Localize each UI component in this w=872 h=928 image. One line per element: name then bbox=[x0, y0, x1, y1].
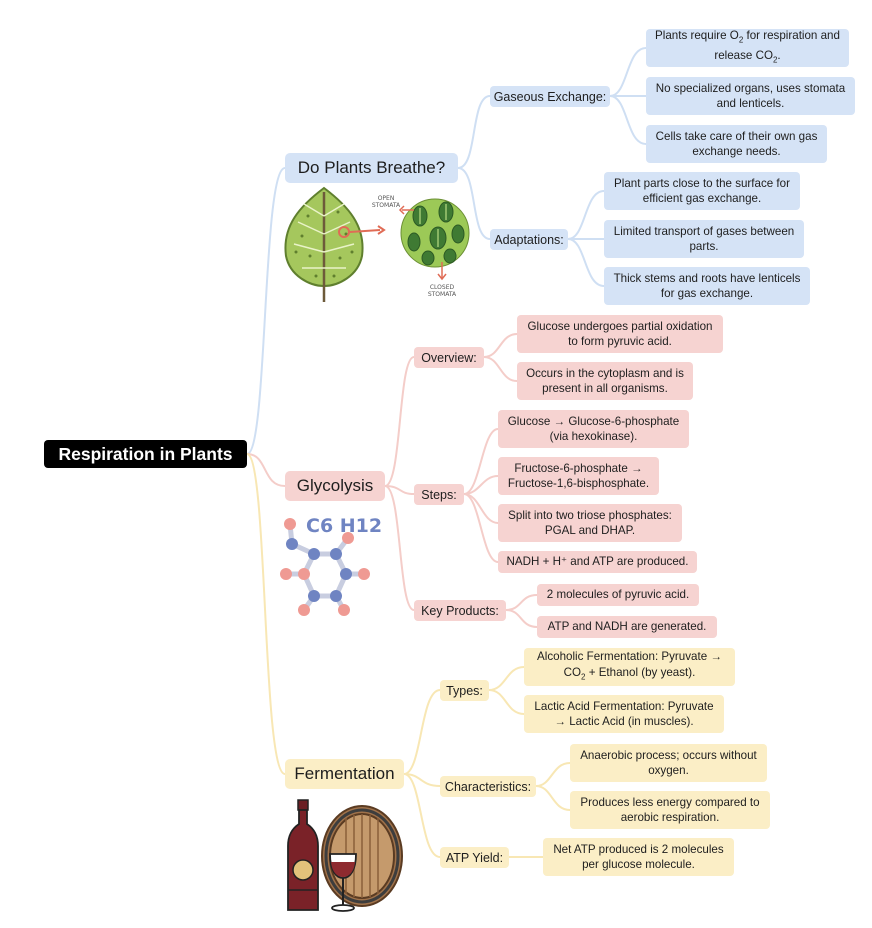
glucose-formula: C6 H12 O6 bbox=[306, 515, 388, 537]
wine-bottle-icon bbox=[287, 799, 319, 911]
adaptation-note-3-line-1: Thick stems and roots have lenticels bbox=[613, 271, 801, 285]
adaptation-note-1[interactable]: Plant parts close to the surface for effi… bbox=[604, 172, 800, 210]
steps-label[interactable]: Steps: bbox=[414, 484, 464, 505]
atp-yield-line-1: Net ATP produced is 2 molecules bbox=[553, 842, 724, 856]
overview-note-1-line-1: Glucose undergoes partial oxidation bbox=[527, 319, 713, 333]
topic-do-plants-breathe[interactable]: Do Plants Breathe? bbox=[285, 153, 458, 183]
gas-note-1-text-d: . bbox=[777, 49, 781, 62]
stomata-magnified-icon bbox=[400, 198, 470, 268]
open-stomata-label-2: STOMATA bbox=[372, 202, 401, 209]
gas-note-1-subscript-2: 2 bbox=[772, 55, 778, 65]
type-1-line-2a: CO bbox=[563, 665, 582, 679]
step-2[interactable]: Fructose-6-phosphate → Fructose-1,6-bisph… bbox=[498, 457, 659, 495]
key-products-label[interactable]: Key Products: bbox=[414, 600, 506, 621]
step-4[interactable]: NADH + H⁺ and ATP are produced. bbox=[498, 551, 697, 573]
pointer-arrow bbox=[349, 229, 381, 233]
type-2[interactable]: Lactic Acid Fermentation: Pyruvate → Lact… bbox=[524, 695, 724, 733]
gaseous-exchange-label[interactable]: Gaseous Exchange: bbox=[490, 86, 610, 107]
type-2-line-1: Lactic Acid Fermentation: Pyruvate bbox=[534, 699, 714, 713]
adaptations-label[interactable]: Adaptations: bbox=[490, 229, 568, 250]
gas-note-2-line-2: and lenticels. bbox=[716, 97, 785, 110]
step-1-line-2: (via hexokinase). bbox=[549, 430, 638, 443]
atp-yield-line-2: per glucose molecule. bbox=[582, 858, 695, 871]
overview-note-1[interactable]: Glucose undergoes partial oxidation to fo… bbox=[517, 315, 723, 353]
step-1[interactable]: Glucose → Glucose-6-phosphate (via hexoki… bbox=[498, 410, 689, 448]
key-product-1[interactable]: 2 molecules of pyruvic acid. bbox=[537, 584, 699, 606]
characteristic-1[interactable]: Anaerobic process; occurs without oxygen. bbox=[570, 744, 767, 782]
leaf-icon bbox=[284, 186, 364, 302]
type-1-subscript: 2 bbox=[581, 672, 586, 682]
open-stomata-label: OPEN bbox=[378, 195, 395, 202]
root-topic[interactable]: Respiration in Plants bbox=[44, 440, 247, 468]
step-2-line-2: Fructose-1,6-bisphosphate. bbox=[507, 477, 650, 490]
overview-note-2-line-1: Occurs in the cytoplasm and is bbox=[526, 366, 684, 380]
types-label[interactable]: Types: bbox=[440, 680, 489, 701]
overview-note-2[interactable]: Occurs in the cytoplasm and is present in… bbox=[517, 362, 693, 400]
step-3-line-1: Split into two triose phosphates: bbox=[508, 508, 672, 522]
leaf-stomata-illustration: OPEN STOMATA CLOSED STOMATA bbox=[284, 186, 470, 302]
wine-glass-icon bbox=[329, 853, 357, 912]
adaptation-note-2-line-2: parts. bbox=[689, 240, 719, 253]
gas-note-1-text-b: for respiration and bbox=[743, 29, 840, 43]
gas-note-1[interactable]: Plants require O2 for respiration and re… bbox=[646, 29, 849, 67]
gas-note-2-line-1: No specialized organs, uses stomata bbox=[655, 81, 846, 95]
gas-note-2[interactable]: No specialized organs, uses stomata and l… bbox=[646, 77, 855, 115]
atp-yield-label[interactable]: ATP Yield: bbox=[440, 847, 509, 868]
gas-note-1-text-c: release CO bbox=[714, 49, 773, 62]
adaptation-note-1-line-1: Plant parts close to the surface for bbox=[614, 176, 790, 190]
glucose-molecule-illustration: C6 H12 O6 bbox=[280, 515, 388, 616]
adaptation-note-2-line-1: Limited transport of gases between bbox=[613, 224, 795, 238]
atp-yield-note[interactable]: Net ATP produced is 2 molecules per gluco… bbox=[543, 838, 734, 876]
gas-note-1-text: Plants require O bbox=[655, 29, 739, 43]
topic-fermentation[interactable]: Fermentation bbox=[285, 759, 404, 789]
characteristic-2[interactable]: Produces less energy compared to aerobic … bbox=[570, 791, 770, 829]
adaptation-note-1-line-2: efficient gas exchange. bbox=[642, 192, 762, 205]
adaptation-note-3-line-2: for gas exchange. bbox=[660, 287, 754, 300]
closed-stomata-label-2: STOMATA bbox=[428, 291, 457, 298]
gas-note-3[interactable]: Cells take care of their own gas exchange… bbox=[646, 125, 827, 163]
type-1-line-2b: + Ethanol (by yeast). bbox=[585, 665, 696, 679]
adaptation-note-2[interactable]: Limited transport of gases between parts. bbox=[604, 220, 804, 258]
adaptation-note-3[interactable]: Thick stems and roots have lenticels for … bbox=[604, 267, 810, 305]
type-2-line-2: → Lactic Acid (in muscles). bbox=[554, 715, 694, 728]
closed-stomata-label: CLOSED bbox=[430, 284, 455, 291]
wine-barrel-illustration bbox=[287, 799, 403, 912]
characteristic-1-line-1: Anaerobic process; occurs without bbox=[580, 748, 757, 762]
step-3[interactable]: Split into two triose phosphates: PGAL an… bbox=[498, 504, 682, 542]
overview-note-2-line-2: present in all organisms. bbox=[542, 382, 668, 395]
characteristic-1-line-2: oxygen. bbox=[648, 764, 689, 777]
step-1-line-1: Glucose → Glucose-6-phosphate bbox=[507, 414, 680, 428]
characteristics-label[interactable]: Characteristics: bbox=[440, 776, 536, 797]
type-1-line-1: Alcoholic Fermentation: Pyruvate → bbox=[537, 650, 722, 664]
key-product-2[interactable]: ATP and NADH are generated. bbox=[537, 616, 717, 638]
topic-glycolysis[interactable]: Glycolysis bbox=[285, 471, 385, 501]
characteristic-2-line-2: aerobic respiration. bbox=[620, 811, 720, 824]
gas-note-3-line-1: Cells take care of their own gas bbox=[655, 129, 818, 143]
gas-note-3-line-2: exchange needs. bbox=[692, 145, 781, 158]
step-3-line-2: PGAL and DHAP. bbox=[544, 524, 636, 537]
type-1[interactable]: Alcoholic Fermentation: Pyruvate → CO2 +… bbox=[524, 648, 735, 686]
step-2-line-1: Fructose-6-phosphate → bbox=[514, 461, 643, 475]
overview-note-1-line-2: to form pyruvic acid. bbox=[568, 335, 672, 348]
gas-note-1-subscript: 2 bbox=[738, 35, 744, 45]
overview-label[interactable]: Overview: bbox=[414, 347, 484, 368]
characteristic-2-line-1: Produces less energy compared to bbox=[580, 795, 760, 809]
